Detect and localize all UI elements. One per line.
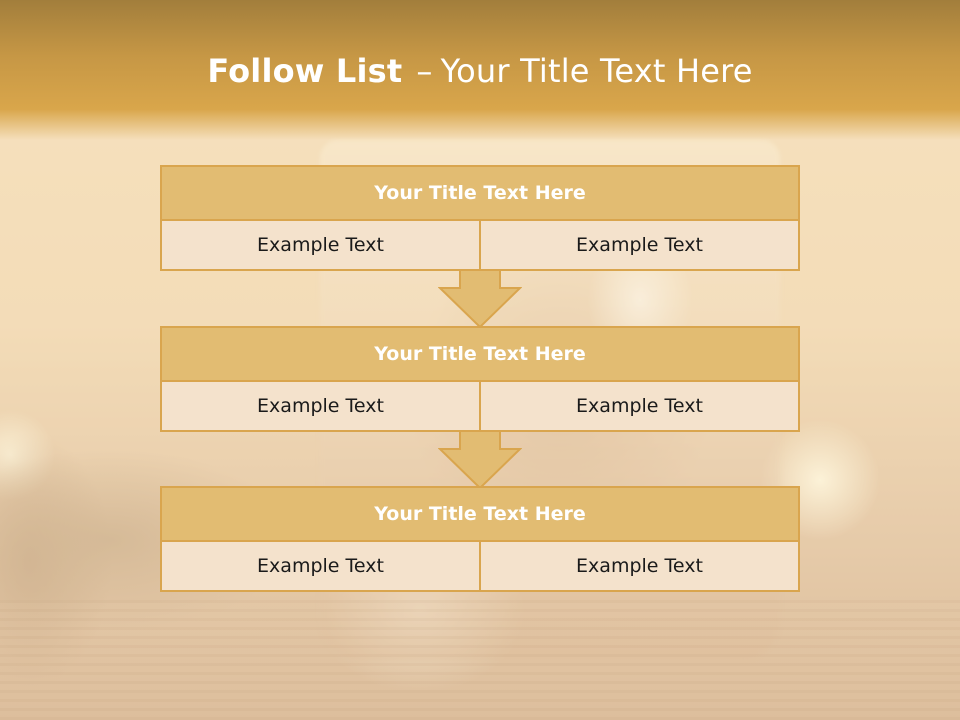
- flow-block-cell-left: Example Text: [160, 542, 481, 592]
- flow-block-cell-right: Example Text: [481, 542, 800, 592]
- flow-block-title: Your Title Text Here: [160, 326, 800, 382]
- flow-block-row: Example Text Example Text: [160, 382, 800, 432]
- down-arrow-icon: [438, 431, 522, 489]
- flow-block-title: Your Title Text Here: [160, 486, 800, 542]
- flow-block-cell-left: Example Text: [160, 382, 481, 432]
- title-dash: –: [416, 52, 433, 90]
- flow-block-cell-right: Example Text: [481, 221, 800, 271]
- flow-block-cell-left: Example Text: [160, 221, 481, 271]
- flow-block-3: Your Title Text Here Example Text Exampl…: [160, 486, 800, 592]
- flow-block-row: Example Text Example Text: [160, 221, 800, 271]
- background-wood: [0, 600, 960, 720]
- flow-block-row: Example Text Example Text: [160, 542, 800, 592]
- flow-block-1: Your Title Text Here Example Text Exampl…: [160, 165, 800, 271]
- flow-block-2: Your Title Text Here Example Text Exampl…: [160, 326, 800, 432]
- header-band: [0, 0, 960, 140]
- flow-block-cell-right: Example Text: [481, 382, 800, 432]
- title-rest: Your Title Text Here: [440, 52, 753, 90]
- slide-title: Follow List–Your Title Text Here: [0, 52, 960, 90]
- down-arrow-icon: [438, 270, 522, 328]
- title-bold: Follow List: [207, 52, 403, 90]
- flow-block-title: Your Title Text Here: [160, 165, 800, 221]
